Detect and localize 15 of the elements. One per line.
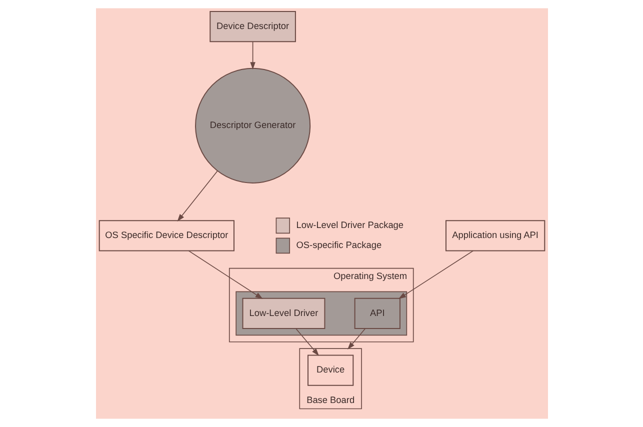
arrow — [398, 250, 474, 300]
node-box: Low-Level Driver — [242, 298, 325, 329]
arrow — [347, 328, 366, 350]
arrow — [250, 41, 255, 70]
node-box: Device Descriptor — [209, 11, 296, 42]
arrow — [176, 170, 218, 222]
node-box: Device — [307, 354, 354, 386]
arrow — [295, 328, 318, 356]
node-circle: Descriptor Generator — [194, 68, 310, 184]
legend-label: Low-Level Driver Package — [296, 220, 404, 230]
legend-label: OS-specific Package — [296, 240, 382, 250]
node-box: OS Specific Device Descriptor — [98, 220, 234, 252]
node-box: API — [354, 298, 400, 329]
arrow — [188, 250, 262, 300]
node-box: Application using API — [444, 220, 545, 252]
